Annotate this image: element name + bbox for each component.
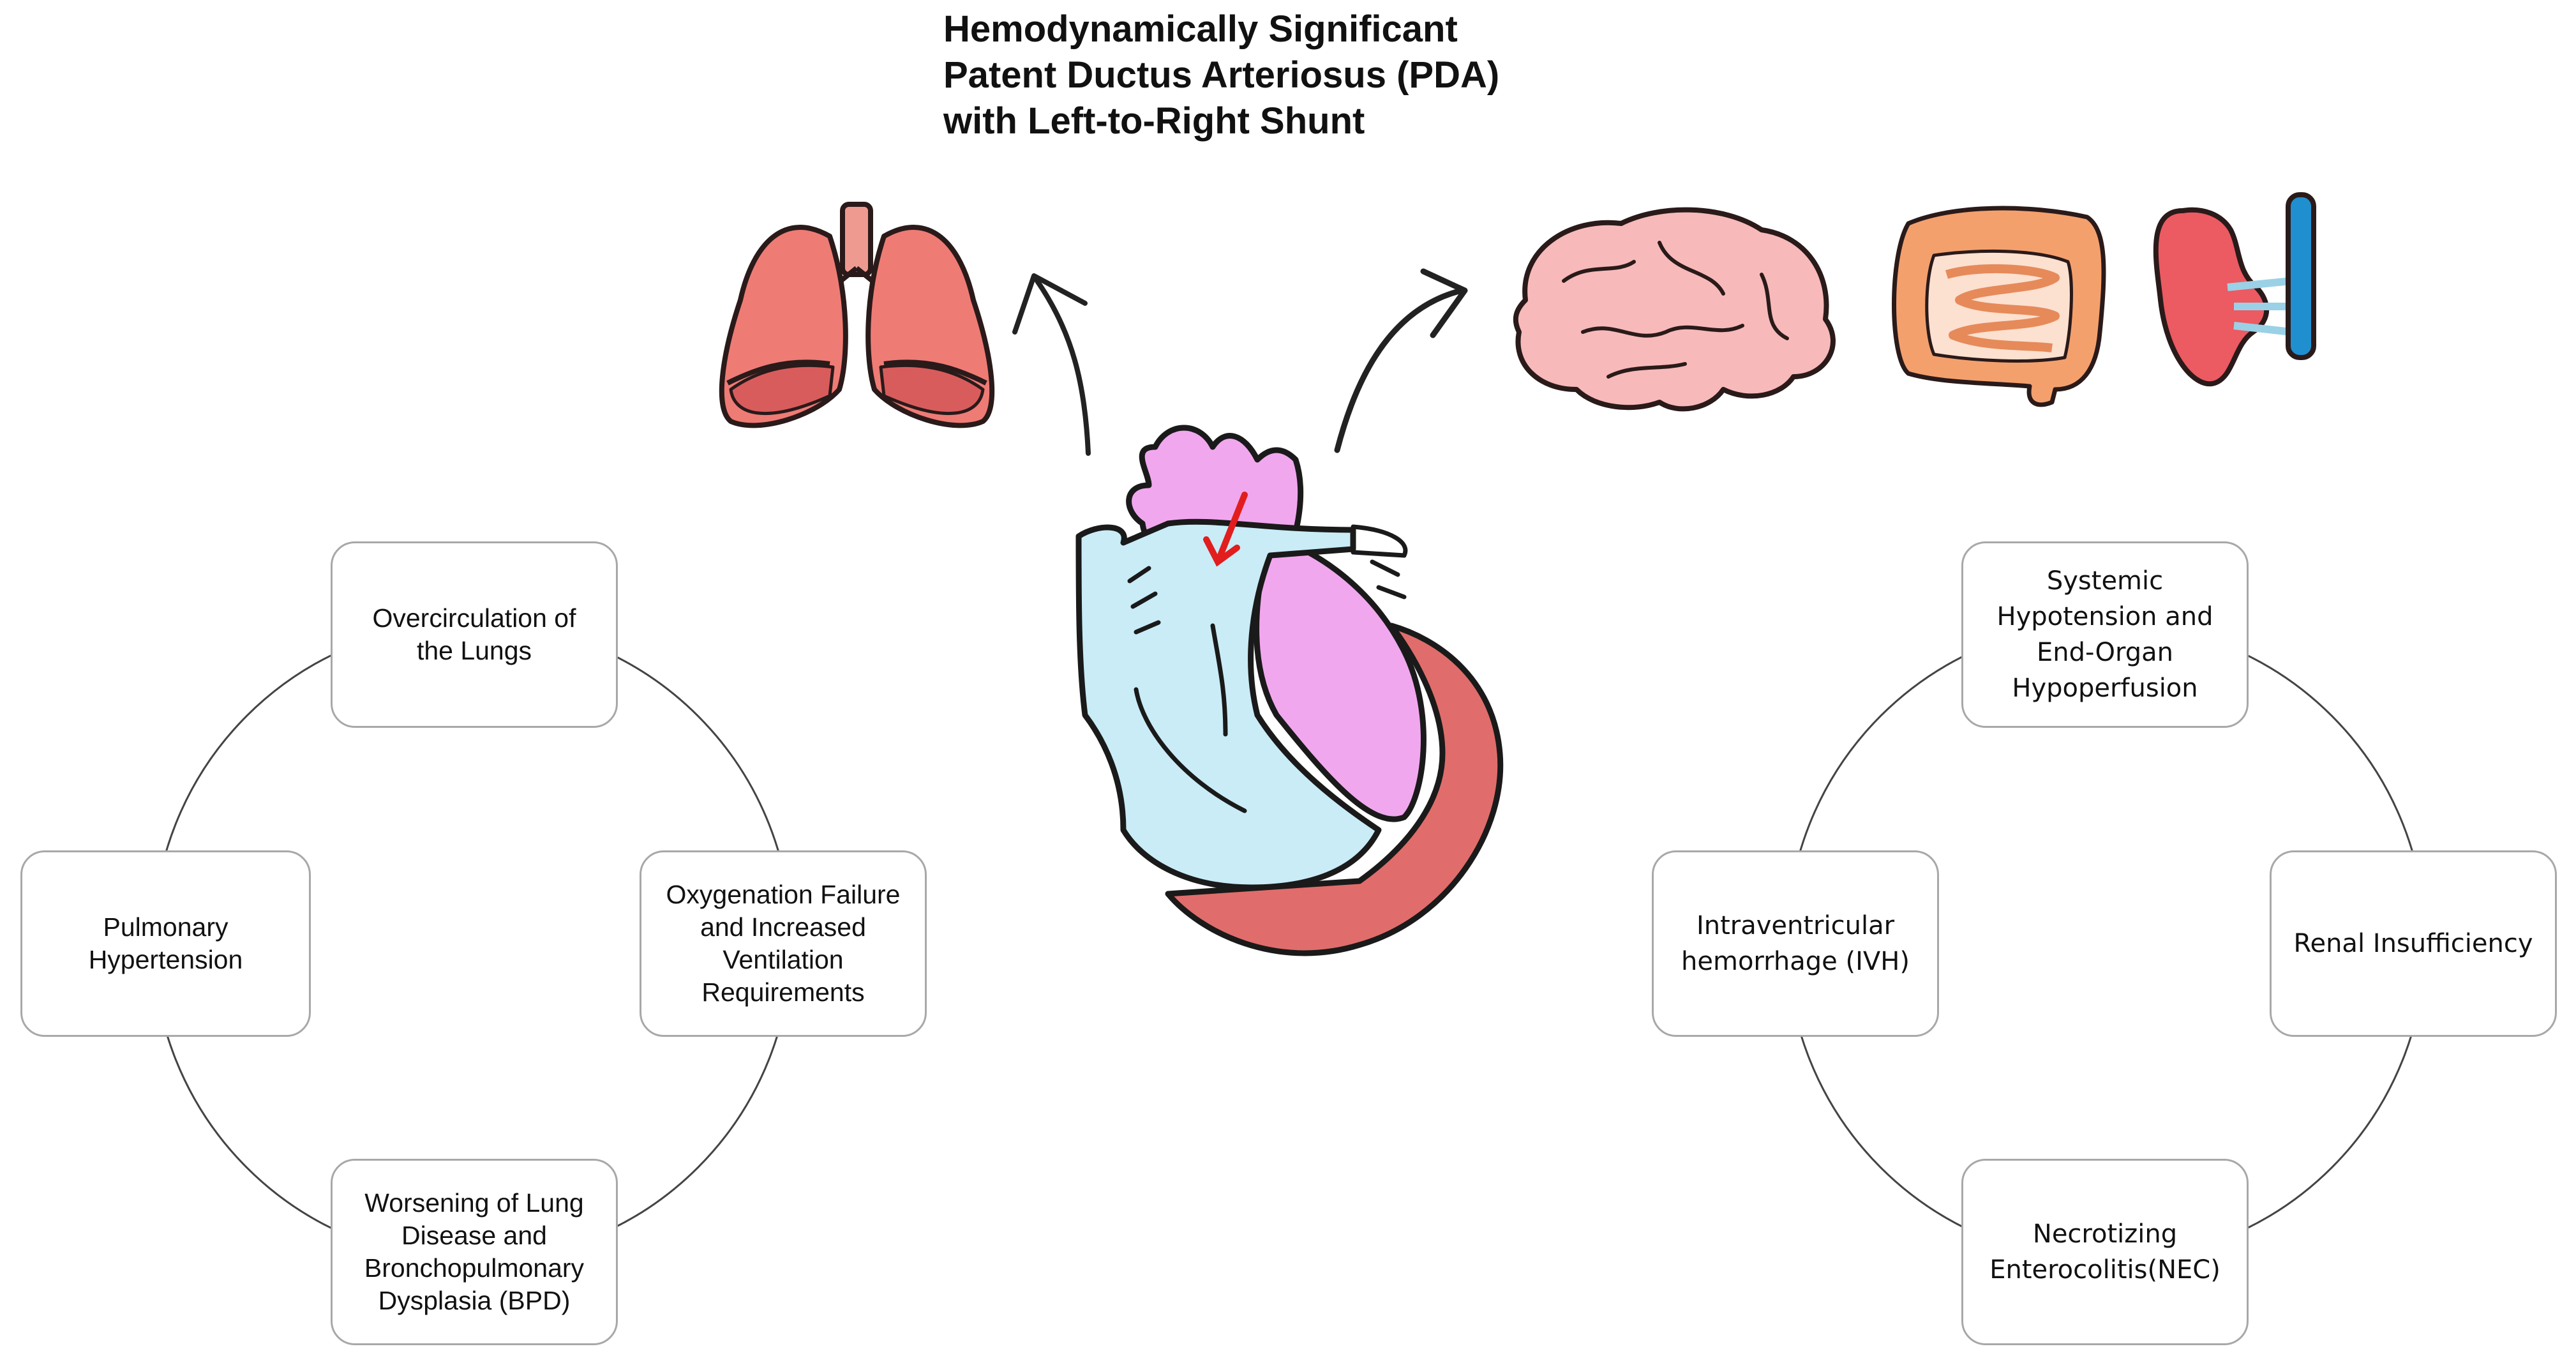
box-label: Necrotizing Enterocolitis(NEC)	[1989, 1219, 2220, 1285]
box-label: Intraventricular hemorrhage (IVH)	[1681, 911, 1910, 976]
arrow-to-organs-icon	[1334, 268, 1468, 453]
pulmonary-box-left: Pulmonary Hypertension	[20, 850, 311, 1037]
box-label: Renal Insufficiency	[2293, 929, 2533, 958]
heart-icon	[1075, 425, 1504, 956]
box-label: Oxygenation Failure and Increased Ventil…	[666, 880, 901, 1007]
title-line: with Left-to-Right Shunt	[943, 100, 1365, 142]
box-label: Pulmonary Hypertension	[88, 912, 243, 974]
kidney-icon	[2153, 192, 2316, 387]
arrow-to-lungs-icon	[1012, 273, 1091, 456]
box-label: Systemic Hypotension and End-Organ Hypop…	[1996, 566, 2213, 703]
intestines-icon	[1892, 206, 2106, 407]
title-line: Hemodynamically Significant	[943, 8, 1458, 50]
diagram-title: Hemodynamically Significant Patent Ductu…	[943, 6, 1773, 144]
systemic-box-top: Systemic Hypotension and End-Organ Hypop…	[1961, 541, 2249, 728]
pulmonary-box-top: Overcirculation of the Lungs	[331, 541, 618, 728]
title-line: Patent Ductus Arteriosus (PDA)	[943, 54, 1500, 96]
systemic-box-bottom: Necrotizing Enterocolitis(NEC)	[1961, 1159, 2249, 1345]
systemic-box-left: Intraventricular hemorrhage (IVH)	[1652, 850, 1939, 1037]
box-label: Worsening of Lung Disease and Bronchopul…	[364, 1188, 585, 1315]
pulmonary-box-bottom: Worsening of Lung Disease and Bronchopul…	[331, 1159, 618, 1345]
systemic-box-right: Renal Insufficiency	[2270, 850, 2557, 1037]
box-label: Overcirculation of the Lungs	[372, 603, 576, 665]
shunt-arrow-icon	[1203, 492, 1248, 567]
pulmonary-box-right: Oxygenation Failure and Increased Ventil…	[640, 850, 927, 1037]
lungs-icon	[719, 202, 995, 428]
brain-icon	[1513, 207, 1836, 412]
